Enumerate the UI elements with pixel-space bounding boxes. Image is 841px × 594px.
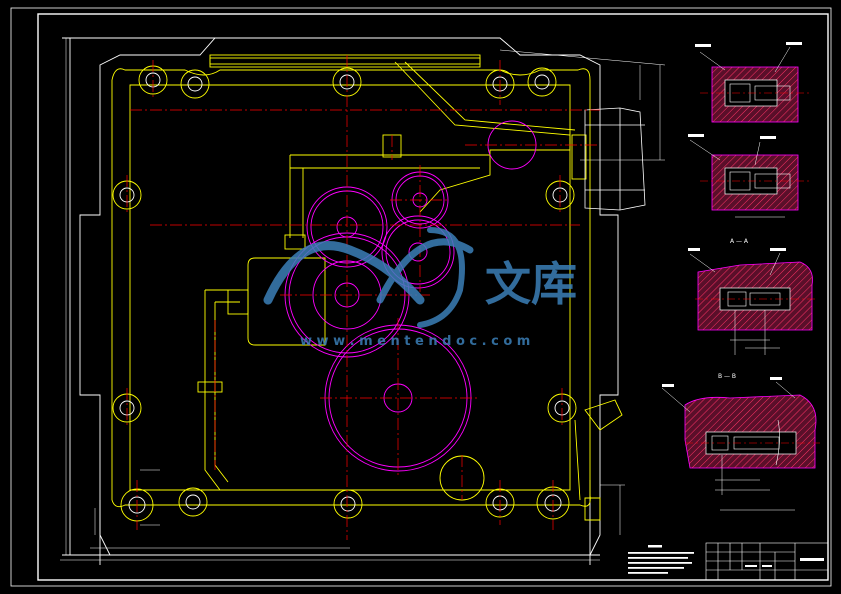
section-label-b: B — B: [718, 373, 736, 380]
bolt-boss-5: [527, 67, 557, 97]
detail-section-1: [699, 46, 810, 123]
bearing-cover: [584, 107, 646, 211]
section-label-a: A — A: [730, 238, 749, 245]
bolt-boss-2: [180, 69, 210, 99]
dimension-lines: [60, 38, 666, 561]
watermark-brand: 文库: [485, 257, 577, 311]
housing-walls: [111, 54, 623, 521]
leader-labels: [662, 42, 802, 387]
wave-swoosh-icon: [263, 227, 474, 328]
title-block: [705, 542, 829, 581]
technical-notes: [628, 545, 694, 574]
watermark: 文库 w w w . m e n t e n d o c . c o m: [263, 227, 577, 349]
watermark-url: w w w . m e n t e n d o c . c o m: [300, 334, 530, 349]
housing-outer-outline: [62, 37, 619, 565]
centerlines: [126, 55, 600, 540]
bolt-boss-11: [178, 487, 208, 517]
drawing-frame: [10, 7, 832, 587]
detail-section-b-b: B — B: [661, 373, 820, 511]
detail-section-2: [689, 139, 810, 218]
bolt-boss-12: [333, 489, 363, 519]
detail-section-a-a: A — A: [689, 238, 815, 355]
main-view: [60, 37, 666, 565]
